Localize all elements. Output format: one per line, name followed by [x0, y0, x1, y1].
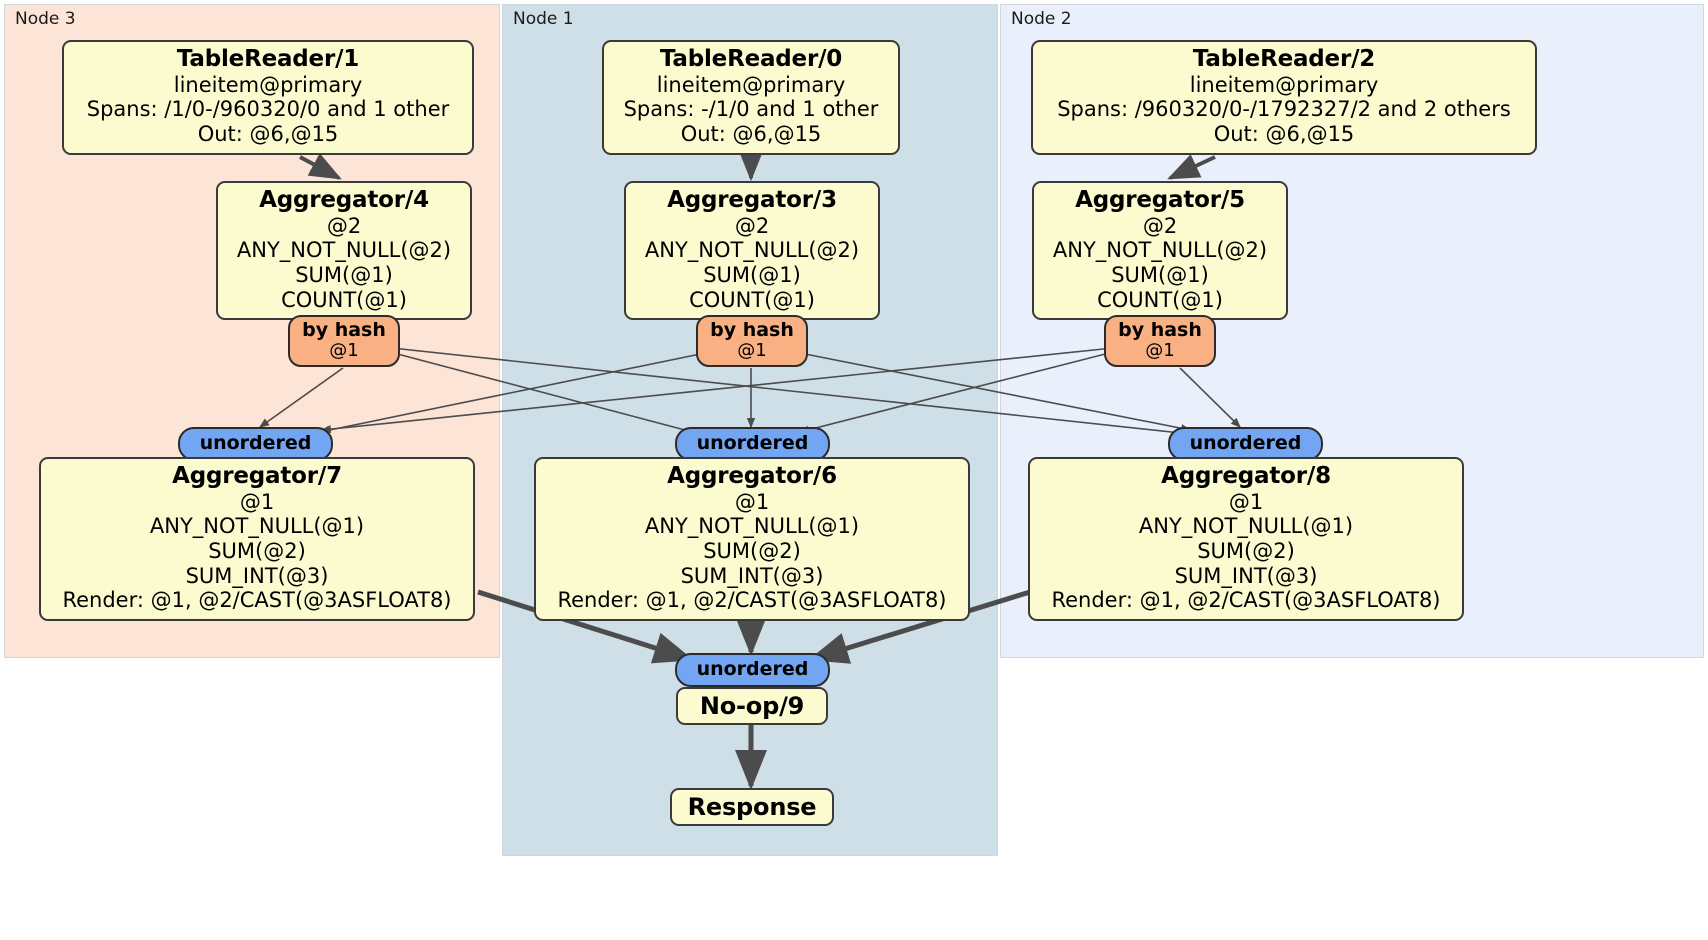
- processor-line: ANY_NOT_NULL(@1): [149, 514, 365, 539]
- processor-title: Aggregator/7: [172, 463, 342, 489]
- processor-title: Aggregator/5: [1075, 187, 1245, 213]
- processor-line: ANY_NOT_NULL(@1): [644, 514, 860, 539]
- processor-line: SUM_INT(@3): [185, 563, 329, 588]
- router-label: by hash: [1118, 319, 1202, 341]
- processor-line: Out: @6,@15: [680, 122, 822, 147]
- processor-response[interactable]: Response: [670, 788, 834, 827]
- router-by-hash-mid[interactable]: by hash @1: [696, 315, 808, 368]
- processor-line: ANY_NOT_NULL(@2): [1052, 238, 1268, 263]
- processor-line: COUNT(@1): [689, 287, 815, 312]
- processor-line: ANY_NOT_NULL(@2): [236, 238, 452, 263]
- processor-title: TableReader/0: [659, 46, 843, 72]
- processor-title: Response: [687, 793, 817, 821]
- processor-line: lineitem@primary: [1189, 72, 1379, 97]
- processor-line: SUM(@2): [208, 539, 306, 564]
- processor-line: @1: [1228, 489, 1264, 514]
- processor-aggregator-3[interactable]: Aggregator/3 @2 ANY_NOT_NULL(@2) SUM(@1)…: [624, 181, 880, 321]
- processor-line: SUM(@2): [1197, 539, 1295, 564]
- router-sublabel: @1: [737, 340, 767, 362]
- processor-line: @1: [239, 489, 275, 514]
- processor-title: Aggregator/8: [1161, 463, 1331, 489]
- processor-title: Aggregator/3: [667, 187, 837, 213]
- processor-line: Out: @6,@15: [197, 122, 339, 147]
- router-label: by hash: [710, 319, 794, 341]
- panel-node-1-label: Node 1: [513, 9, 574, 29]
- router-by-hash-left[interactable]: by hash @1: [288, 315, 400, 368]
- processor-line: @1: [734, 489, 770, 514]
- processor-line: COUNT(@1): [1097, 287, 1223, 312]
- processor-line: Render: @1, @2/CAST(@3ASFLOAT8): [1051, 588, 1441, 613]
- processor-line: @2: [326, 213, 362, 238]
- processor-line: @2: [1142, 213, 1178, 238]
- sync-unordered-mid[interactable]: unordered: [675, 427, 830, 462]
- processor-line: SUM_INT(@3): [1174, 563, 1318, 588]
- processor-table-reader-1[interactable]: TableReader/1 lineitem@primary Spans: /1…: [62, 40, 474, 155]
- processor-line: Render: @1, @2/CAST(@3ASFLOAT8): [557, 588, 947, 613]
- sync-label: unordered: [696, 432, 809, 454]
- processor-line: Render: @1, @2/CAST(@3ASFLOAT8): [62, 588, 452, 613]
- processor-title: TableReader/1: [176, 46, 360, 72]
- processor-title: Aggregator/6: [667, 463, 837, 489]
- processor-table-reader-0[interactable]: TableReader/0 lineitem@primary Spans: -/…: [602, 40, 900, 155]
- processor-line: ANY_NOT_NULL(@2): [644, 238, 860, 263]
- sync-label: unordered: [199, 432, 312, 454]
- processor-line: SUM(@1): [1111, 263, 1209, 288]
- processor-title: Aggregator/4: [259, 187, 429, 213]
- router-sublabel: @1: [1145, 340, 1175, 362]
- processor-aggregator-8[interactable]: Aggregator/8 @1 ANY_NOT_NULL(@1) SUM(@2)…: [1028, 457, 1464, 621]
- processor-line: SUM(@1): [295, 263, 393, 288]
- processor-no-op-9[interactable]: No-op/9: [676, 687, 828, 726]
- processor-line: SUM(@2): [703, 539, 801, 564]
- processor-line: SUM(@1): [703, 263, 801, 288]
- processor-aggregator-7[interactable]: Aggregator/7 @1 ANY_NOT_NULL(@1) SUM(@2)…: [39, 457, 475, 621]
- sync-label: unordered: [1189, 432, 1302, 454]
- router-by-hash-right[interactable]: by hash @1: [1104, 315, 1216, 368]
- processor-line: Out: @6,@15: [1213, 122, 1355, 147]
- processor-aggregator-5[interactable]: Aggregator/5 @2 ANY_NOT_NULL(@2) SUM(@1)…: [1032, 181, 1288, 321]
- sync-label: unordered: [696, 658, 809, 680]
- processor-line: ANY_NOT_NULL(@1): [1138, 514, 1354, 539]
- processor-line: Spans: -/1/0 and 1 other: [623, 97, 879, 122]
- router-label: by hash: [302, 319, 386, 341]
- processor-title: TableReader/2: [1192, 46, 1376, 72]
- sync-unordered-final[interactable]: unordered: [675, 653, 830, 688]
- sync-unordered-right[interactable]: unordered: [1168, 427, 1323, 462]
- panel-node-3-label: Node 3: [15, 9, 76, 29]
- processor-line: COUNT(@1): [281, 287, 407, 312]
- processor-aggregator-6[interactable]: Aggregator/6 @1 ANY_NOT_NULL(@1) SUM(@2)…: [534, 457, 970, 621]
- panel-node-2-label: Node 2: [1011, 9, 1072, 29]
- processor-aggregator-4[interactable]: Aggregator/4 @2 ANY_NOT_NULL(@2) SUM(@1)…: [216, 181, 472, 321]
- processor-title: No-op/9: [699, 692, 805, 720]
- processor-line: lineitem@primary: [656, 72, 846, 97]
- processor-table-reader-2[interactable]: TableReader/2 lineitem@primary Spans: /9…: [1031, 40, 1537, 155]
- processor-line: Spans: /1/0-/960320/0 and 1 other: [86, 97, 450, 122]
- processor-line: lineitem@primary: [173, 72, 363, 97]
- processor-line: SUM_INT(@3): [680, 563, 824, 588]
- processor-line: @2: [734, 213, 770, 238]
- processor-line: Spans: /960320/0-/1792327/2 and 2 others: [1057, 97, 1511, 122]
- router-sublabel: @1: [329, 340, 359, 362]
